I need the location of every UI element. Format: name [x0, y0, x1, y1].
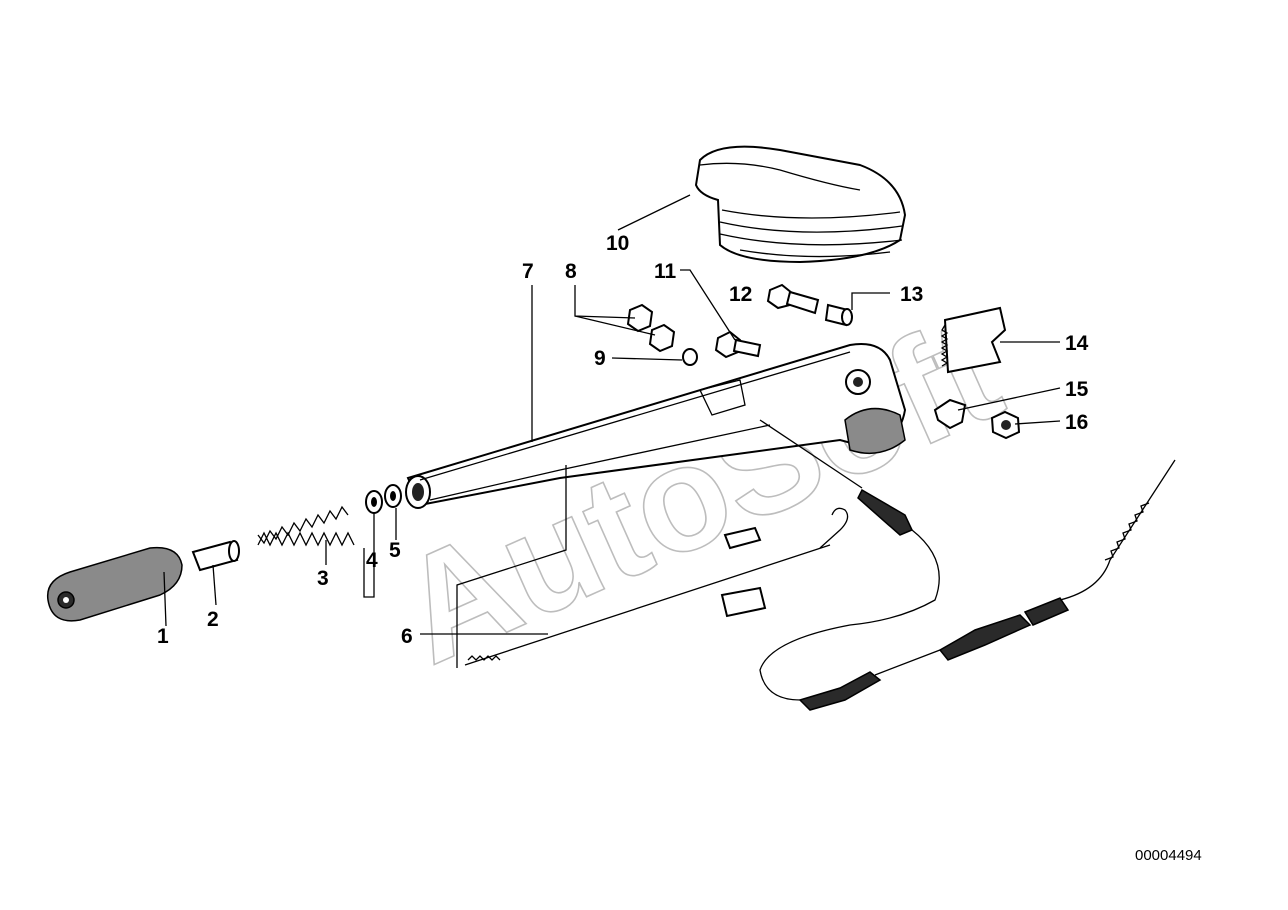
handle-grip-part — [46, 546, 183, 622]
callout-7: 7 — [522, 260, 534, 283]
callout-1: 1 — [157, 625, 169, 648]
nut-8b-part — [648, 323, 676, 353]
callout-14: 14 — [1065, 332, 1089, 355]
washer-9-part — [682, 348, 698, 366]
callout-2: 2 — [207, 608, 219, 631]
ratchet-14-part — [940, 306, 1007, 374]
callout-10: 10 — [606, 232, 629, 255]
nut-8a-part — [626, 303, 654, 333]
clip-15-part — [933, 398, 967, 430]
washer-4-part — [365, 490, 383, 514]
bolt-11-part — [714, 330, 762, 359]
cable-part — [759, 419, 1176, 711]
washer-5-part — [384, 484, 402, 508]
rod-6-part — [464, 507, 849, 666]
pin-12-part — [766, 283, 820, 315]
callout-3: 3 — [317, 567, 329, 590]
leader-lines — [163, 194, 1061, 668]
callout-15: 15 — [1065, 378, 1089, 401]
callout-4: 4 — [366, 549, 378, 572]
document-id: 00004494 — [1135, 847, 1202, 864]
callout-16: 16 — [1065, 411, 1088, 434]
callout-11: 11 — [654, 260, 677, 283]
callout-5: 5 — [389, 539, 401, 562]
spring-part — [257, 505, 355, 547]
bushing-13-part — [824, 303, 853, 327]
callout-12: 12 — [729, 283, 752, 306]
sleeve-part — [191, 540, 240, 572]
nut-16-part — [990, 410, 1021, 440]
callout-13: 13 — [900, 283, 923, 306]
callout-labels: 1 2 3 4 5 6 7 8 9 10 11 12 13 14 15 16 — [157, 232, 1089, 648]
callout-9: 9 — [594, 347, 606, 370]
callout-6: 6 — [401, 625, 413, 648]
boot-part — [694, 145, 907, 264]
lever-part — [405, 343, 907, 509]
callout-8: 8 — [565, 260, 577, 283]
